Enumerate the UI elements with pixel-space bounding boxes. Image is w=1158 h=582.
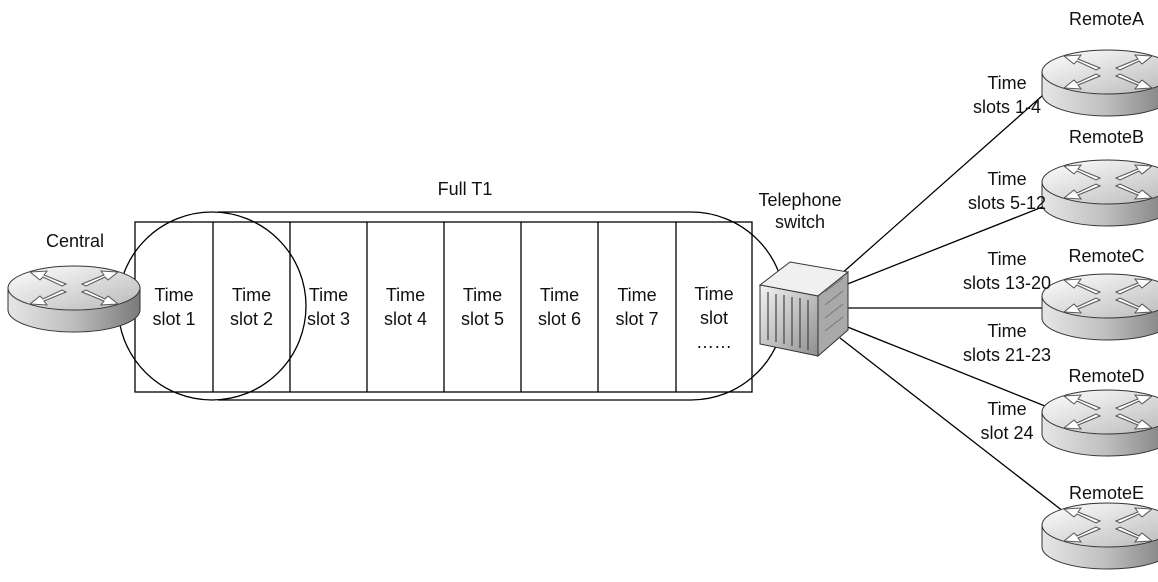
time-slot-6: Time slot 6: [521, 222, 598, 392]
central-label: Central: [45, 231, 105, 251]
remote-a-label: RemoteA: [1068, 9, 1145, 29]
link-e-label-line1: Time: [987, 399, 1027, 419]
time-slot-n-line2: slot: [699, 308, 728, 328]
links: [839, 79, 1069, 516]
link-a-label-line2: slots 1-4: [972, 97, 1042, 117]
time-slot-n: Time slot ……: [676, 222, 752, 392]
router-central-icon: [7, 265, 141, 333]
time-slot-6-line1: Time: [539, 285, 580, 305]
slot-dividers: [212, 222, 677, 392]
time-slot-1: Time slot 1: [135, 222, 213, 392]
time-slot-7-line1: Time: [617, 285, 657, 305]
link-b-label-line2: slots 5-12: [967, 193, 1047, 213]
time-slot-6-line2: slot 6: [537, 309, 582, 329]
t1-title: Full T1: [437, 179, 493, 199]
time-slot-1-line2: slot 1: [152, 309, 196, 329]
time-slot-3-line2: slot 3: [306, 309, 351, 329]
link-e-label-line2: slot 24: [980, 423, 1034, 443]
link-c-label-line2: slots 13-20: [962, 273, 1052, 293]
link-d-label-line1: Time: [987, 321, 1027, 341]
remote-b-label: RemoteB: [1068, 127, 1145, 147]
time-slot-5: Time slot 5: [444, 222, 521, 392]
link-c-label-line1: Time: [987, 249, 1027, 269]
link-b-label-line1: Time: [987, 169, 1027, 189]
link-d-label-line2: slots 21-23: [962, 345, 1052, 365]
time-slot-4-line1: Time: [385, 285, 426, 305]
time-slot-5-line2: slot 5: [460, 309, 505, 329]
switch-label-line1: Telephone: [758, 190, 842, 210]
switch-label-line2: switch: [774, 212, 825, 232]
time-slot-4: Time slot 4: [367, 222, 444, 392]
time-slot-7-line2: slot 7: [615, 309, 659, 329]
link-a-label-line1: Time: [987, 73, 1027, 93]
time-slot-1-line1: Time: [154, 285, 194, 305]
time-slot-2-line2: slot 2: [229, 309, 274, 329]
time-slot-3-line1: Time: [308, 285, 349, 305]
time-slot-2: Time slot 2: [213, 222, 290, 392]
time-slot-n-ellipsis: ……: [696, 332, 732, 352]
time-slot-2-line1: Time: [231, 285, 272, 305]
time-slot-7: Time slot 7: [598, 222, 676, 392]
remote-c-label: RemoteC: [1068, 246, 1145, 266]
time-slot-4-line2: slot 4: [383, 309, 428, 329]
remote-d-label: RemoteD: [1068, 366, 1145, 386]
remote-e-label: RemoteE: [1068, 483, 1145, 503]
time-slot-n-line1: Time: [694, 284, 734, 304]
telephone-switch-icon: [758, 261, 850, 358]
time-slot-5-line1: Time: [462, 285, 503, 305]
router-remote-e-icon: [1041, 502, 1158, 570]
time-slot-3: Time slot 3: [290, 222, 367, 392]
